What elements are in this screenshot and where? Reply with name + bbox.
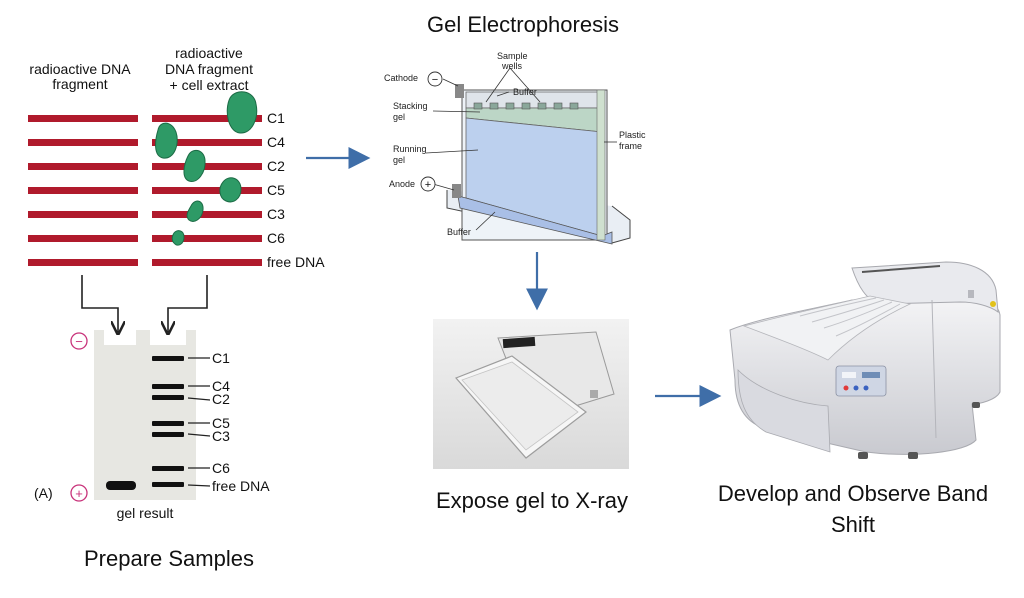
- buffer-top-label: Buffer: [513, 87, 537, 97]
- connector-arrow-right: [168, 275, 208, 332]
- sample-well: [537, 102, 547, 110]
- plastic-frame-label-line1: Plastic: [619, 130, 646, 140]
- gel-negative-mark: [70, 332, 88, 350]
- gel-band: [152, 466, 184, 471]
- sample-well: [489, 102, 499, 110]
- gel-positive-sign: +: [75, 486, 83, 501]
- band-tick: [187, 397, 211, 401]
- gel-electrophoresis-title: Gel Electrophoresis: [427, 12, 619, 37]
- dna-bar: [28, 139, 138, 146]
- col2-header-line1: radioactive: [175, 45, 243, 61]
- fragment-label: C3: [267, 206, 285, 222]
- cathode-sign: −: [432, 74, 438, 86]
- col1-header-line2: fragment: [52, 76, 107, 92]
- stacking-gel-label-line1: Stacking: [393, 101, 428, 111]
- protein-complex-c5: [219, 177, 242, 203]
- dna-bar: [152, 139, 262, 146]
- protein-complex-c4: [155, 122, 178, 159]
- band-tick: [187, 433, 211, 437]
- electrophoresis-apparatus: Cathode Sample wells Buffer Stacking gel…: [384, 51, 646, 245]
- gel-band-label: C6: [212, 460, 230, 476]
- develop-caption-line2: Shift: [830, 512, 876, 537]
- dna-bar: [152, 211, 262, 218]
- gel-band-label: C5: [212, 415, 230, 431]
- dna-bar: [152, 115, 262, 122]
- gel-band-free-dna: [106, 481, 136, 490]
- gel-band: [152, 395, 184, 400]
- dna-bar: [152, 235, 262, 242]
- sample-wells-label-line2: wells: [501, 61, 523, 71]
- protein-complex-c1: [226, 91, 258, 134]
- dna-bar: [28, 187, 138, 194]
- bottom-buffer: [457, 195, 613, 245]
- fragment-label: C1: [267, 110, 285, 126]
- cathode-label: Cathode: [384, 73, 418, 83]
- sample-well: [569, 102, 579, 110]
- fragment-label: C6: [267, 230, 285, 246]
- gel-band: [152, 482, 184, 487]
- gel-band: [152, 421, 184, 426]
- running-gel-label-line2: gel: [393, 155, 405, 165]
- dna-bar: [28, 259, 138, 266]
- xray-cassette-photo: [433, 319, 629, 469]
- dna-bar: [152, 163, 262, 170]
- expose-xray-caption: Expose gel to X-ray: [436, 488, 628, 513]
- anode-sign-circle: [420, 176, 436, 192]
- sample-well: [473, 102, 483, 110]
- develop-caption-line1: Develop and Observe Band: [717, 481, 989, 506]
- dna-bar: [28, 115, 138, 122]
- plastic-frame-label-line2: frame: [619, 141, 642, 151]
- dna-bar: [152, 259, 262, 266]
- cathode-sign-circle: [427, 71, 443, 87]
- gel-panel-tag: (A): [34, 485, 53, 501]
- protein-complex-c2: [183, 149, 206, 182]
- fragment-label: C4: [267, 134, 285, 150]
- band-tick: [187, 484, 211, 487]
- gel-band: [152, 384, 184, 389]
- gel-slab: [94, 330, 196, 500]
- fragment-label: free DNA: [267, 254, 325, 270]
- anode-sign: +: [425, 179, 431, 191]
- sample-well: [521, 102, 531, 110]
- sample-well: [553, 102, 563, 110]
- dna-bar: [28, 163, 138, 170]
- sample-well: [505, 102, 515, 110]
- col2-header-line2: DNA fragment: [165, 61, 253, 77]
- gel-positive-mark: [70, 484, 88, 502]
- gel-band-label: C3: [212, 428, 230, 444]
- fragment-label: C2: [267, 158, 285, 174]
- fragment-label: C5: [267, 182, 285, 198]
- gel-result-caption: gel result: [117, 505, 174, 521]
- sample-prep-panel: radioactive DNA fragment radioactive DNA…: [28, 45, 325, 521]
- prepare-samples-caption: Prepare Samples: [84, 546, 254, 571]
- col2-header-line3: + cell extract: [170, 77, 249, 93]
- dna-bar: [152, 187, 262, 194]
- gel-band: [152, 356, 184, 361]
- film-processor-machine: [729, 261, 1001, 459]
- gel-band-label: C4: [212, 378, 230, 394]
- gel-band-label: free DNA: [212, 478, 270, 494]
- connector-arrow-left: [81, 275, 118, 332]
- running-gel-label-line1: Running: [393, 144, 427, 154]
- dna-bar: [28, 235, 138, 242]
- buffer-bottom-label: Buffer: [447, 227, 471, 237]
- gel-band-label: C1: [212, 350, 230, 366]
- col1-header-line1: radioactive DNA: [29, 61, 131, 77]
- gel-negative-sign: −: [75, 334, 83, 349]
- gel-band: [152, 432, 184, 437]
- protein-complex-c6: [171, 230, 185, 246]
- sample-wells-label-line1: Sample: [497, 51, 528, 61]
- protein-complex-c3: [186, 200, 204, 222]
- gel-band-label: C2: [212, 391, 230, 407]
- dna-bar: [28, 211, 138, 218]
- stacking-gel-label-line2: gel: [393, 112, 405, 122]
- anode-label: Anode: [389, 179, 415, 189]
